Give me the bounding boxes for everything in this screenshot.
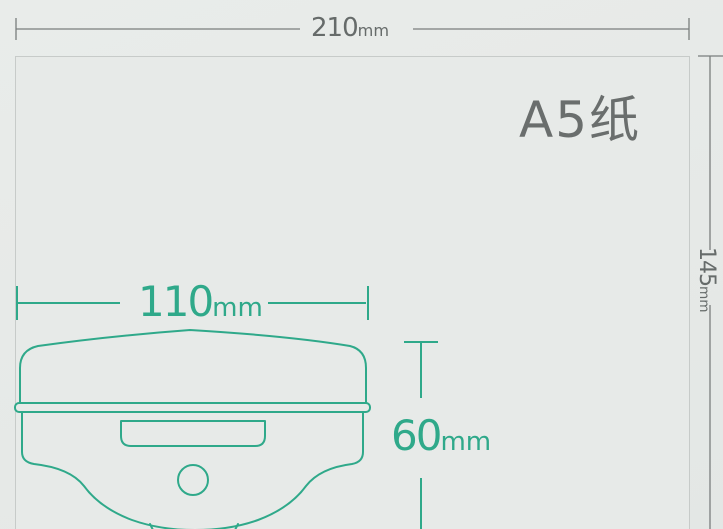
paper-width-value: 210: [311, 13, 359, 43]
device-width-value: 110: [138, 277, 214, 326]
device-height-unit: mm: [440, 427, 492, 457]
paper-height-label: 145mm: [691, 247, 721, 313]
paper-height-unit: mm: [696, 286, 712, 313]
paper-height-dimension-line: [698, 55, 723, 529]
paper-size-title: A5纸: [519, 91, 642, 149]
paper-width-unit: mm: [357, 21, 390, 40]
receiver-rim: [14, 402, 371, 413]
paper-height-value: 145: [694, 247, 719, 286]
paper-width-dimension-line: [15, 18, 690, 40]
gnss-receiver-outline: [14, 329, 371, 529]
device-height-dimension-line: [404, 341, 438, 529]
receiver-dome: [19, 329, 367, 404]
device-width-label: 110mm: [138, 278, 263, 332]
a5-paper-outline: [15, 56, 690, 529]
receiver-base: [149, 523, 239, 529]
receiver-power-button-icon: [177, 464, 209, 496]
device-width-unit: mm: [212, 293, 263, 323]
device-height-value: 60: [391, 411, 442, 460]
receiver-display-window: [120, 420, 266, 447]
device-height-label: 60mm: [391, 412, 491, 466]
receiver-body: [21, 412, 364, 529]
device-width-dimension-line: [16, 286, 369, 320]
paper-width-label: 210mm: [311, 12, 389, 47]
